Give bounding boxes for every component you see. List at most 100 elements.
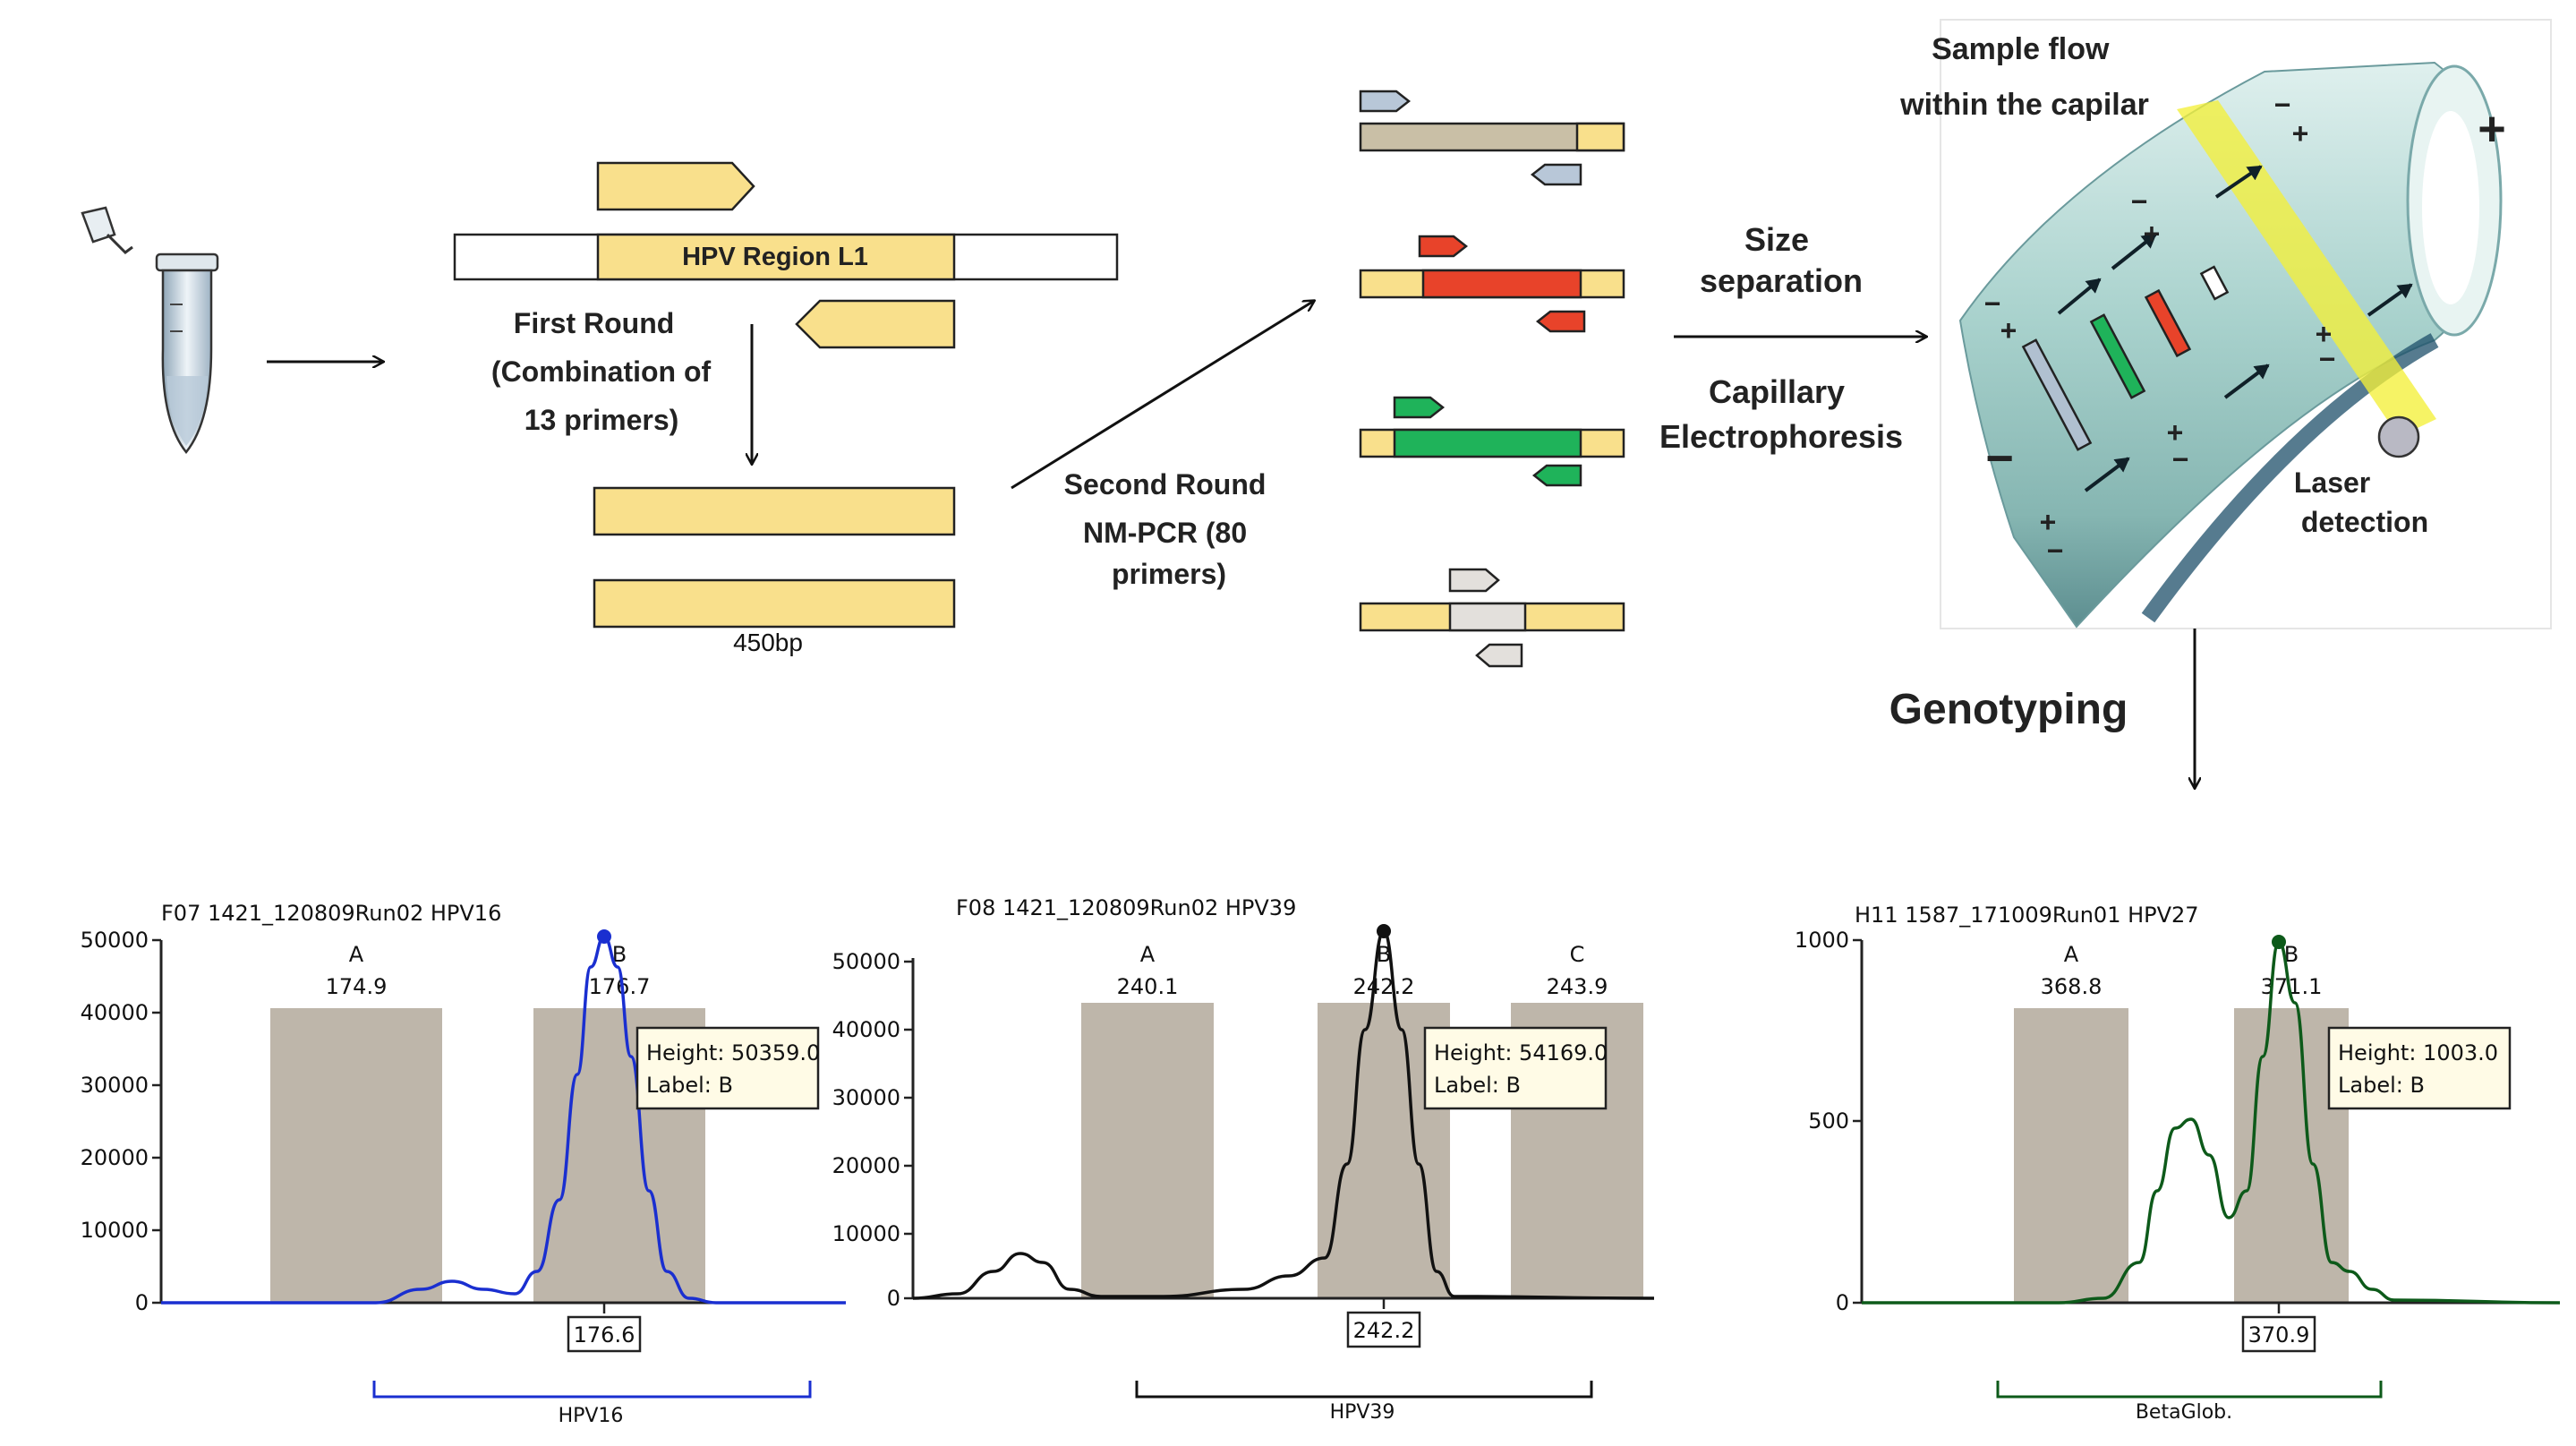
first-round-pcr: HPV Region L1 First Round (Combination o… (453, 161, 1119, 656)
y-tick-label: 30000 (81, 1073, 149, 1098)
capillary-sign-plus-5: + (2167, 416, 2184, 449)
y-tick-label: 30000 (832, 1085, 900, 1110)
tooltip-height: Height: 54169.0 (1434, 1040, 1608, 1065)
second-round-line-2: NM-PCR (80 (1083, 517, 1247, 549)
laser-detector-icon (2377, 415, 2420, 458)
capillary-sign-minus-3: − (2131, 185, 2148, 218)
tooltip-box (1423, 1026, 1608, 1110)
signal-trace (161, 935, 846, 1305)
first-round-line-3: 13 primers) (525, 404, 679, 436)
sample-flow-line-2: within the capilar (1899, 88, 2149, 122)
electropherogram-1: F07 1421_120809Run02 HPV16A174.9B176.750… (81, 901, 846, 1427)
first-round-line-2: (Combination of (491, 355, 712, 388)
y-tick-label: 40000 (832, 1017, 900, 1042)
y-tick-label: 0 (1836, 1290, 1849, 1315)
bin-value: 174.9 (326, 974, 388, 999)
bin-value: 176.7 (589, 974, 651, 999)
capillary-sign-plus-6: + (2316, 318, 2333, 350)
tooltip-box (635, 1026, 820, 1110)
y-tick-label: 10000 (832, 1221, 900, 1246)
marker-label: HPV16 (559, 1405, 624, 1427)
bin-value: 240.1 (1117, 974, 1179, 999)
bin-region-a (2014, 1008, 2128, 1303)
y-tick-label: 1000 (1795, 928, 1849, 953)
reverse-primer (795, 299, 956, 349)
nested-pcr-products (1359, 90, 1625, 668)
svg-text:Size separation: Size separation (1700, 221, 1863, 299)
marker-bracket (1135, 1381, 1593, 1399)
capillary-sign-minus-7: − (2047, 535, 2064, 567)
tooltip-height: Height: 1003.0 (2338, 1040, 2498, 1065)
svg-text:Capillary Electrophoresis: Capillary Electrophoresis (1659, 373, 1903, 455)
svg-text:Sample flow within the cap: Sample flow within the capilar (1899, 32, 2149, 122)
y-tick-label: 500 (1808, 1108, 1849, 1134)
capillary-sign-plus-1: + (2478, 102, 2506, 156)
y-tick-label: 50000 (832, 949, 900, 974)
svg-text:First Round (Combination: First Round (Combination of 13 primers) (491, 307, 719, 436)
laser-beam (2177, 100, 2436, 437)
bin-region-a (270, 1008, 442, 1303)
bin-letter: A (2064, 942, 2079, 967)
marker-bracket (1996, 1381, 2383, 1399)
tooltip-box (2327, 1026, 2512, 1110)
signal-trace (1862, 940, 2561, 1305)
peak-marker (2272, 935, 2286, 949)
panel-title: H11 1587_171009Run01 HPV27 (1855, 903, 2199, 928)
amplicon-1 (593, 486, 956, 536)
tooltip-label: Label: B (646, 1073, 733, 1098)
laser-detection-line-1: Laser (2294, 466, 2370, 499)
marker-label: BetaGlob. (2136, 1401, 2232, 1424)
y-tick-label: 10000 (81, 1218, 149, 1243)
bin-letter: A (1140, 942, 1156, 967)
hpv-region-l1 (596, 233, 956, 281)
svg-text:Laser detection: Laser detection (2294, 466, 2428, 538)
peak-size-box (2241, 1315, 2316, 1353)
bin-value: 368.8 (2041, 974, 2103, 999)
capillary-sign-plus-3: + (2144, 218, 2161, 250)
capillary-sign-minus-4: − (1984, 287, 2001, 320)
capillary-sign-plus-4: + (2000, 314, 2017, 347)
y-tick-label: 40000 (81, 1000, 149, 1025)
capillary-sign-minus-2: − (2274, 89, 2291, 121)
y-tick-label: 0 (135, 1290, 149, 1315)
marker-bracket (372, 1381, 812, 1399)
marker-label: HPV39 (1330, 1401, 1395, 1424)
y-tick-label: 0 (887, 1286, 900, 1311)
panel-title: F08 1421_120809Run02 HPV39 (956, 895, 1296, 920)
electropherogram-3: H11 1587_171009Run01 HPV27A368.8B371.110… (1795, 903, 2561, 1424)
capillary-illustration: + − − + − + − + + − + − + − (1940, 19, 2552, 629)
capillary-sign-plus-7: + (2040, 506, 2057, 538)
bin-value: 242.2 (1353, 974, 1415, 999)
bin-letter: B (1377, 942, 1391, 967)
region-label: HPV Region L1 (682, 243, 868, 271)
laser-detection-line-2: detection (2301, 506, 2428, 538)
y-tick-label: 20000 (81, 1145, 149, 1170)
panel-title: F07 1421_120809Run02 HPV16 (161, 901, 501, 926)
y-tick-label: 20000 (832, 1153, 900, 1178)
tooltip-label: Label: B (1434, 1073, 1521, 1098)
capillary-sign-minus-6: − (2319, 343, 2336, 375)
y-tick-label: 50000 (81, 928, 149, 953)
capillary-sign-minus-1: − (1985, 432, 2014, 485)
peak-size-box (567, 1315, 642, 1353)
size-separation-line-2: separation (1700, 262, 1863, 299)
peak-size-box (1346, 1311, 1421, 1348)
forward-primer (596, 161, 755, 211)
capillary-sign-plus-2: + (2292, 117, 2309, 150)
amplicon-size-label: 450bp (733, 629, 803, 656)
signal-trace (912, 929, 1655, 1300)
bin-letter: A (349, 942, 364, 967)
tooltip-label: Label: B (2338, 1073, 2425, 1098)
bin-letter: B (2284, 942, 2299, 967)
second-round-line-3: primers) (1112, 558, 1226, 590)
capillary-sign-minus-5: − (2172, 443, 2189, 475)
tooltip-height: Height: 50359.0 (646, 1040, 820, 1065)
peak-marker (597, 929, 611, 944)
size-separation-line-1: Size (1744, 221, 1809, 258)
sample-tube-icon (81, 206, 219, 455)
